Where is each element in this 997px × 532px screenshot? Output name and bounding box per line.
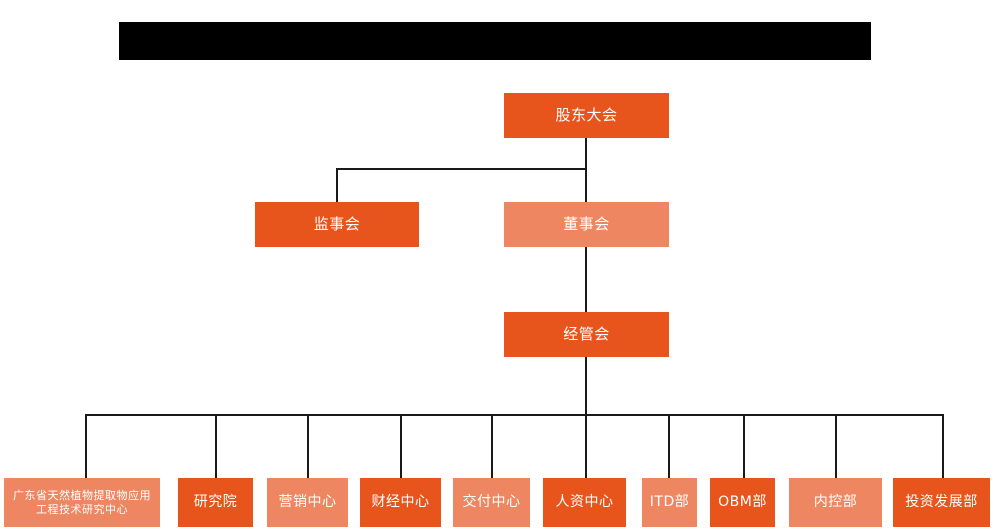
node-supervisory-board[interactable]: 监事会 [255, 202, 419, 247]
node-finance-center[interactable]: 财经中心 [360, 478, 441, 527]
connector-drop-delivery [491, 414, 493, 478]
connector-to-board [585, 168, 587, 203]
node-label-rnd-center: 广东省天然植物提取物应用工程技术研究中心 [13, 488, 151, 516]
connector-board-to-management [585, 247, 587, 313]
node-label-shareholders: 股东大会 [555, 106, 618, 125]
node-label-management-committee: 经管会 [563, 325, 610, 344]
connector-drop-marketing [307, 414, 309, 478]
connector-drop-institute [215, 414, 217, 478]
node-label-investment-development-department: 投资发展部 [905, 493, 978, 510]
connector-drop-hr [585, 414, 587, 478]
node-board-of-directors[interactable]: 董事会 [504, 202, 669, 247]
node-label-supervisory-board: 监事会 [313, 215, 361, 234]
node-shareholders[interactable]: 股东大会 [504, 93, 669, 138]
connector-drop-finance [400, 414, 402, 478]
connector-level3-bus [85, 414, 944, 416]
connector-drop-internal [835, 414, 837, 478]
node-label-itd-department: ITD部 [649, 493, 690, 510]
node-label-board-of-directors: 董事会 [563, 215, 610, 234]
connector-drop-rnd-center [85, 414, 87, 478]
node-label-finance-center: 财经中心 [371, 493, 430, 510]
connector-shareholders-down [585, 138, 587, 169]
node-label-marketing-center: 营销中心 [278, 493, 337, 510]
connector-drop-investment [942, 414, 944, 478]
connector-level1-bus [336, 168, 587, 170]
node-label-hr-center: 人资中心 [555, 493, 614, 510]
connector-drop-obm [743, 414, 745, 478]
node-delivery-center[interactable]: 交付中心 [453, 478, 530, 527]
node-label-obm-department: OBM部 [718, 493, 767, 510]
node-label-delivery-center: 交付中心 [462, 493, 521, 510]
redaction-bar [119, 22, 871, 60]
node-itd-department[interactable]: ITD部 [642, 478, 697, 527]
node-label-internal-control-department: 内控部 [813, 493, 858, 510]
node-institute[interactable]: 研究院 [178, 478, 253, 527]
node-investment-development-department[interactable]: 投资发展部 [893, 478, 990, 527]
node-label-institute: 研究院 [193, 493, 238, 510]
node-hr-center[interactable]: 人资中心 [543, 478, 626, 527]
node-rnd-center[interactable]: 广东省天然植物提取物应用工程技术研究中心 [4, 478, 160, 527]
connector-drop-itd [668, 414, 670, 478]
node-management-committee[interactable]: 经管会 [504, 312, 669, 357]
node-internal-control-department[interactable]: 内控部 [789, 478, 882, 527]
node-marketing-center[interactable]: 营销中心 [267, 478, 348, 527]
node-obm-department[interactable]: OBM部 [710, 478, 775, 527]
connector-to-supervisory [336, 168, 338, 203]
connector-management-down [585, 357, 587, 416]
